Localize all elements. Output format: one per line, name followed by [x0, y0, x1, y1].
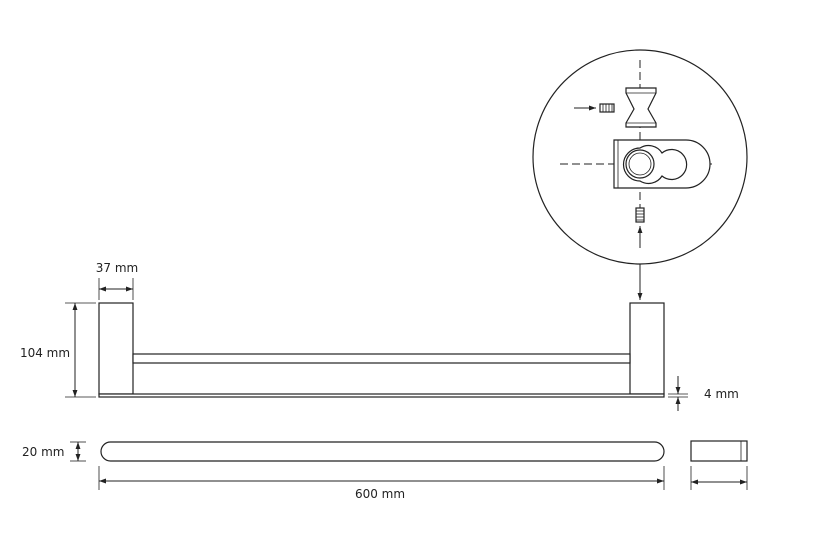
- thickness-label: 4 mm: [704, 387, 739, 401]
- connector-part: [625, 87, 657, 128]
- height-label: 104 mm: [20, 346, 70, 360]
- right-wall-bracket: [629, 302, 665, 395]
- detail-view: [532, 49, 748, 300]
- bracket-width-label: 37 mm: [96, 261, 138, 275]
- dim-plate-thickness: 4 mm: [668, 376, 739, 411]
- dim-depth: 20 mm: [22, 441, 86, 462]
- set-screw-horizontal-icon: [599, 103, 615, 113]
- dim-length: 600 mm: [98, 466, 665, 501]
- set-screw-vertical-icon: [635, 207, 645, 223]
- dim-height: 104 mm: [20, 302, 96, 398]
- bracket-side-outline: [690, 440, 748, 462]
- towel-bar-tube: [132, 353, 631, 364]
- depth-label: 20 mm: [22, 445, 64, 459]
- side-view: [690, 440, 748, 490]
- top-view: [100, 441, 665, 462]
- dim-bracket-width: 37 mm: [96, 261, 138, 300]
- left-wall-bracket: [98, 302, 134, 395]
- length-label: 600 mm: [355, 487, 405, 501]
- front-view: [98, 302, 665, 398]
- base-plate: [98, 393, 665, 398]
- bar-top-outline: [100, 441, 665, 462]
- tube-section: [625, 149, 655, 179]
